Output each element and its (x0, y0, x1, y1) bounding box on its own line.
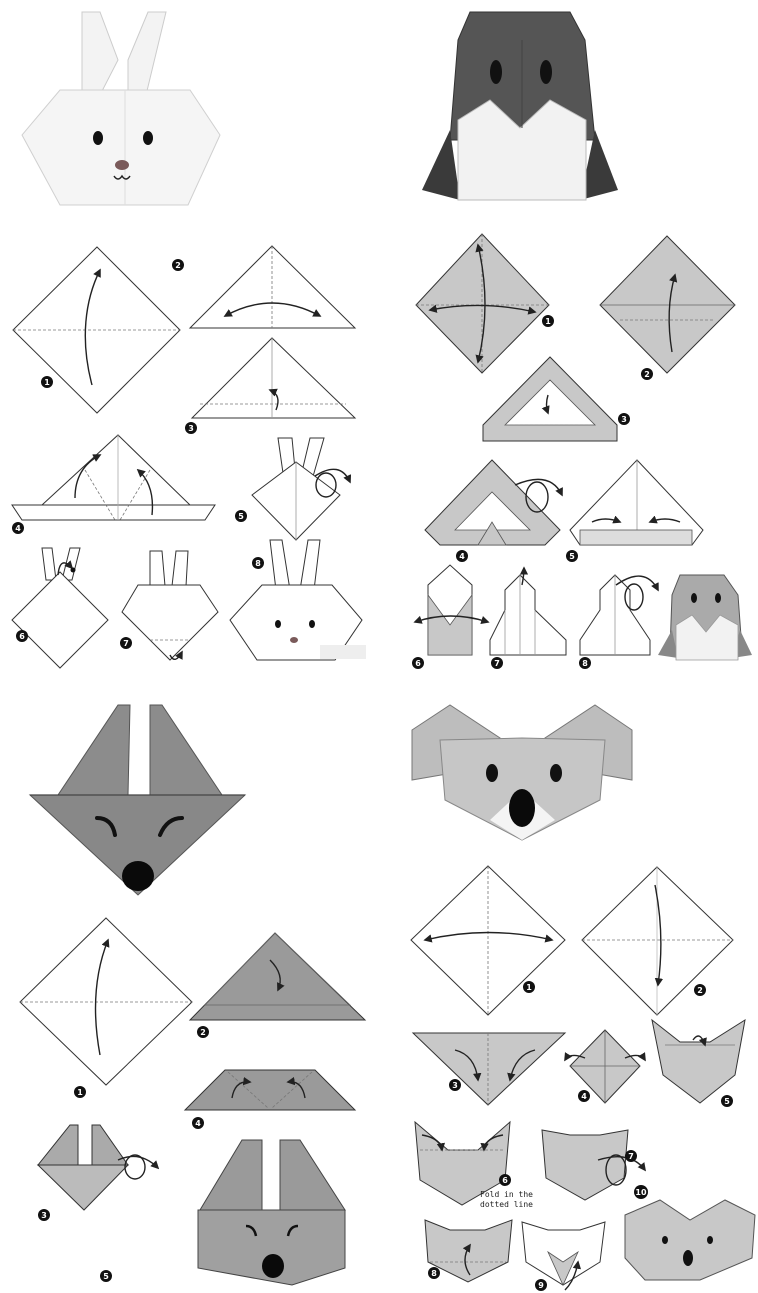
penguin-eye-right (540, 60, 552, 84)
fox-step-3: 3 (38, 1125, 158, 1221)
rabbit-step-4: 4 (12, 435, 215, 534)
koala-step-6-number: 6 (502, 1176, 508, 1185)
penguin-step-3-number: 3 (621, 415, 627, 424)
rabbit-step-1-number: 1 (44, 378, 50, 387)
rabbit-eye-right (143, 131, 153, 145)
koala-finished-model (412, 705, 632, 840)
rabbit-step-4-number: 4 (15, 524, 21, 533)
rabbit-step-5-number: 5 (238, 512, 244, 521)
fox-panel: 1 2 4 3 (20, 705, 365, 1285)
rabbit-nose (115, 160, 129, 170)
koala-step-1: 1 (411, 866, 565, 1015)
penguin-eye-left (490, 60, 502, 84)
penguin-step-8: 8 (579, 575, 658, 669)
koala-eye-right (550, 764, 562, 782)
penguin-step-3: 3 (483, 357, 630, 441)
koala-step-1-number: 1 (526, 983, 532, 992)
koala-step-3-number: 3 (452, 1081, 458, 1090)
koala-step-5-number: 5 (724, 1097, 730, 1106)
penguin-step-2: 2 (600, 236, 735, 380)
koala-step-3: 3 (413, 1033, 565, 1105)
penguin-panel: 1 2 3 4 (412, 12, 752, 669)
rabbit-step-7: 7 (120, 551, 218, 660)
koala-step-9-number: 9 (538, 1281, 544, 1290)
fox-finished-model (30, 705, 245, 895)
penguin-step-1-number: 1 (545, 317, 551, 326)
penguin-step-final (658, 575, 752, 660)
koala-step-2: 2 (582, 867, 733, 1015)
koala-step-2-number: 2 (697, 986, 703, 995)
penguin-step-7-number: 7 (494, 659, 500, 668)
koala-step-4: 4 (565, 1030, 645, 1103)
penguin-step-7: 7 (490, 568, 566, 669)
koala-step-10-number: 10 (635, 1188, 647, 1197)
rabbit-step-1: 1 (13, 247, 180, 413)
penguin-step-8-number: 8 (582, 659, 588, 668)
rabbit-step-6: 6 (12, 548, 108, 668)
rabbit-step-3: 3 (185, 338, 355, 434)
koala-nose (509, 789, 535, 827)
rabbit-step-2-number: 2 (175, 261, 181, 270)
koala-step-6-note-line-1: Fold in the (480, 1190, 533, 1199)
rabbit-finished-model (22, 12, 220, 205)
penguin-step-5: 5 (566, 460, 703, 562)
penguin-step-4: 4 (425, 460, 562, 562)
koala-panel: 1 2 3 4 (411, 705, 755, 1291)
koala-step-8: 8 (425, 1220, 512, 1282)
fox-step-1-number: 1 (77, 1088, 83, 1097)
fox-nose (122, 861, 154, 891)
rabbit-step-5: 5 (235, 438, 350, 540)
koala-eye-left (486, 764, 498, 782)
fox-step-2-number: 2 (200, 1028, 206, 1037)
fox-step-4: 4 (185, 1070, 355, 1129)
rabbit-step-7-number: 7 (123, 639, 129, 648)
rabbit-step-2: 2 (172, 246, 355, 328)
koala-step-6-note-line-2: dotted line (480, 1200, 533, 1209)
penguin-finished-model (422, 12, 618, 200)
rabbit-panel: 1 2 3 4 (12, 12, 366, 668)
koala-step-9: 9 (522, 1222, 605, 1291)
penguin-step-1: 1 (416, 234, 554, 373)
rabbit-step-3-number: 3 (188, 424, 194, 433)
fox-step-3-number: 3 (41, 1211, 47, 1220)
koala-step-8-number: 8 (431, 1269, 437, 1278)
penguin-step-6: 6 (412, 565, 488, 669)
fox-step-1: 1 (20, 918, 192, 1098)
koala-step-final (625, 1200, 755, 1280)
rabbit-eye-left (93, 131, 103, 145)
fox-step-5: 5 (100, 1140, 345, 1285)
koala-step-7: 7 10 (542, 1130, 648, 1200)
fox-step-2: 2 (190, 933, 365, 1038)
penguin-step-5-number: 5 (569, 552, 575, 561)
penguin-step-2-number: 2 (644, 370, 650, 379)
koala-step-7-number: 7 (628, 1152, 634, 1161)
rabbit-step-8-number: 8 (255, 559, 261, 568)
penguin-step-4-number: 4 (459, 552, 465, 561)
rabbit-step-8: 8 (230, 540, 366, 660)
koala-step-6: 6 Fold in the dotted line (415, 1122, 533, 1209)
fox-step-4-number: 4 (195, 1119, 201, 1128)
koala-step-5: 5 (652, 1020, 745, 1107)
rabbit-step-6-number: 6 (19, 632, 25, 641)
fox-step-5-number: 5 (103, 1272, 109, 1281)
koala-step-4-number: 4 (581, 1092, 587, 1101)
penguin-step-6-number: 6 (415, 659, 421, 668)
